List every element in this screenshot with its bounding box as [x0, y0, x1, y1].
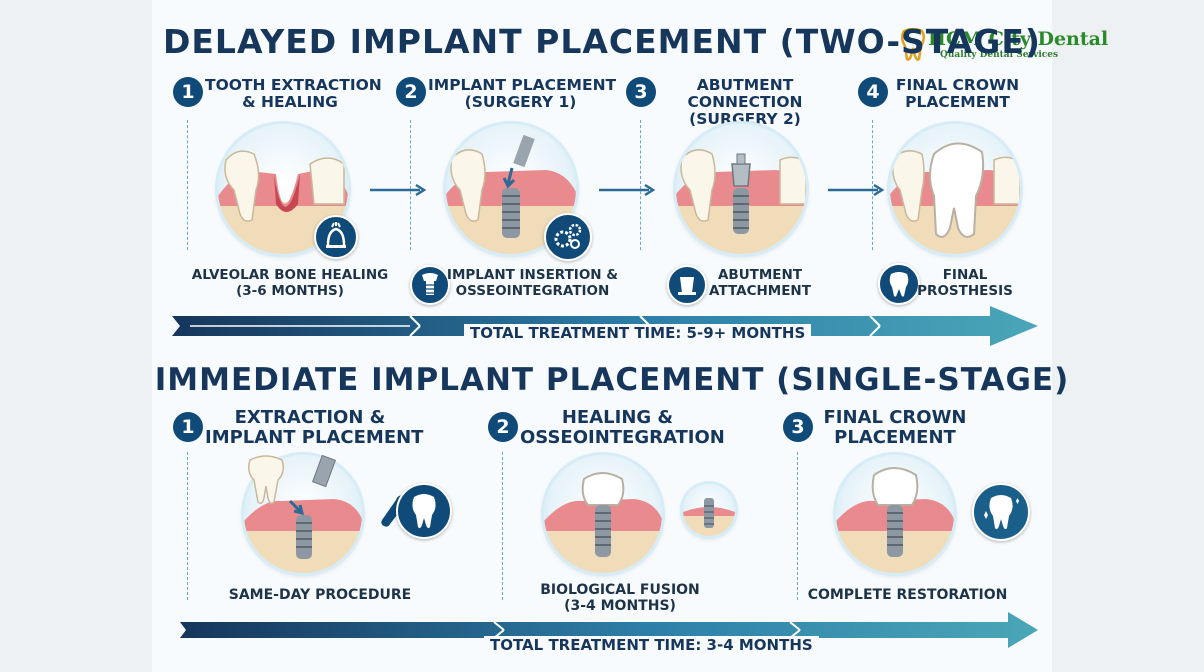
delayed-step-2-title: IMPLANT PLACEMENT(SURGERY 1): [428, 76, 617, 111]
logo-tagline: Quality Dental Services: [940, 50, 1059, 60]
delayed-step-3-number: 3: [626, 77, 656, 107]
immediate-step-1-divider: [187, 452, 188, 600]
implant-in-bone-icon: [683, 484, 735, 536]
clinic-logo: HCM City Dental Quality Dental Services: [900, 28, 1109, 61]
immediate-section-title: IMMEDIATE IMPLANT PLACEMENT (SINGLE-STAG…: [154, 362, 1070, 398]
wrench-tooth-icon: [396, 483, 452, 539]
immediate-step-1-caption: SAME-DAY PROCEDURE: [228, 587, 412, 603]
abutment-connection-illustration: [676, 124, 806, 254]
immediate-step-2-divider: [502, 452, 503, 600]
sparkling-tooth-icon: [972, 483, 1030, 541]
delayed-total-time: TOTAL TREATMENT TIME: 5-9+ MONTHS: [464, 324, 812, 342]
immediate-step-2-number: 2: [488, 412, 518, 442]
delayed-section-title: DELAYED IMPLANT PLACEMENT (TWO-STAGE): [163, 22, 1041, 61]
bone-healing-icon: [314, 215, 358, 259]
delayed-step-1-number: 1: [173, 77, 203, 107]
delayed-step-2-caption: IMPLANT INSERTION &OSSEOINTEGRATION: [446, 267, 619, 299]
immediate-step-3-number: 3: [783, 412, 813, 442]
delayed-step-1-title: TOOTH EXTRACTION& HEALING: [205, 76, 382, 111]
delayed-step-1-caption: ALVEOLAR BONE HEALING(3-6 MONTHS): [191, 267, 389, 299]
delayed-step-4-divider: [872, 120, 873, 250]
logo-name: HCM City Dental: [928, 28, 1109, 50]
immediate-step-2-title: HEALING &OSSEOINTEGRATION: [520, 407, 725, 448]
healing-osseointegration-illustration: [544, 455, 662, 573]
gears-icon: [544, 213, 592, 261]
tooth-logo-icon: [901, 28, 925, 61]
immediate-step-3-caption: COMPLETE RESTORATION: [807, 587, 1008, 603]
step-arrow-icon: [370, 183, 427, 197]
implant-screw-icon: [410, 265, 450, 305]
complete-restoration-illustration: [836, 455, 954, 573]
extraction-implant-illustration: [244, 455, 362, 573]
immediate-step-2-caption: BIOLOGICAL FUSION(3-4 MONTHS): [540, 582, 700, 614]
immediate-step-1-number: 1: [173, 412, 203, 442]
tooth-icon: [878, 263, 920, 305]
immediate-step-3-divider: [797, 452, 798, 600]
step-arrow-icon: [828, 183, 885, 197]
abutment-icon: [667, 265, 707, 305]
immediate-total-time: TOTAL TREATMENT TIME: 3-4 MONTHS: [484, 636, 819, 654]
immediate-step-1-title: EXTRACTION &IMPLANT PLACEMENT: [205, 407, 424, 448]
delayed-step-3-divider: [640, 120, 641, 250]
extracted-tooth-illustration: [247, 455, 285, 505]
delayed-step-4-number: 4: [858, 77, 888, 107]
delayed-step-1-divider: [187, 120, 188, 250]
extraction-socket-illustration: [218, 124, 348, 254]
step-arrow-icon: [599, 183, 656, 197]
delayed-step-2-number: 2: [396, 77, 426, 107]
delayed-step-2-divider: [410, 120, 411, 250]
implant-driver-illustration: [311, 455, 337, 488]
final-crown-illustration: [890, 124, 1020, 254]
